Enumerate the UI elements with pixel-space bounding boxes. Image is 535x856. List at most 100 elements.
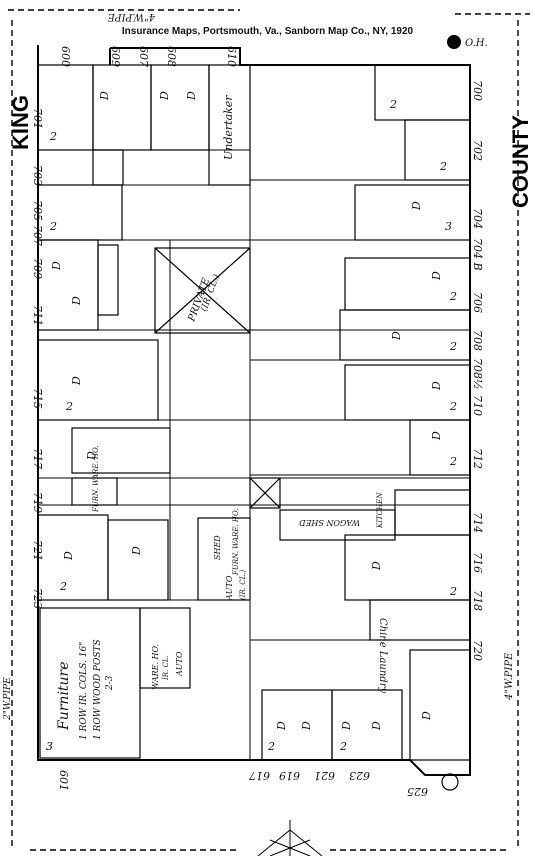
svg-text:2: 2 xyxy=(449,290,457,303)
label-auto-sub: (IR. CL.) xyxy=(239,570,247,600)
address-number: 719 xyxy=(31,492,44,513)
address-number: 619 xyxy=(279,769,300,782)
svg-text:D: D xyxy=(370,721,383,731)
svg-text:2: 2 xyxy=(449,340,457,353)
label-furniture: Furniture xyxy=(56,661,72,731)
label-shed: SHED xyxy=(213,535,222,560)
address-number: 621 xyxy=(314,769,335,782)
svg-text:D: D xyxy=(70,376,83,386)
svg-text:2: 2 xyxy=(449,585,457,598)
address-number: 608 xyxy=(165,46,178,67)
svg-text:D: D xyxy=(130,546,143,556)
svg-text:D: D xyxy=(420,711,433,721)
svg-text:D: D xyxy=(300,721,313,731)
address-number: 718 xyxy=(471,590,484,611)
address-number: 701 xyxy=(31,108,44,129)
address-number: 711 xyxy=(31,305,44,326)
label-ware-ho-auto: AUTO xyxy=(175,651,184,677)
floor-marks: D D D D D D D D D D D D D D D D D D D D … xyxy=(46,91,457,753)
svg-text:D: D xyxy=(370,561,383,571)
svg-text:2: 2 xyxy=(449,455,457,468)
map-title: Insurance Maps, Portsmouth, Va., Sanborn… xyxy=(121,26,414,37)
address-number: 702 xyxy=(471,140,484,161)
address-number: 625 xyxy=(407,785,428,798)
svg-text:2: 2 xyxy=(339,740,347,753)
svg-text:D: D xyxy=(158,91,171,101)
label-undertaker: Undertaker xyxy=(222,95,235,160)
address-number: 723 xyxy=(31,588,44,609)
north-arrow xyxy=(257,820,323,856)
address-number: 705 xyxy=(31,200,44,221)
address-number: 710 xyxy=(471,395,484,416)
svg-text:2: 2 xyxy=(267,740,275,753)
buildings-west xyxy=(37,64,251,759)
label-posts-floors: 2-3 xyxy=(105,675,115,691)
address-number: 623 xyxy=(349,769,370,782)
address-number: 704 B xyxy=(471,238,484,271)
svg-text:2: 2 xyxy=(59,580,67,593)
svg-text:D: D xyxy=(430,271,443,281)
svg-text:D: D xyxy=(70,296,83,306)
address-number: 709 xyxy=(31,258,44,279)
svg-text:D: D xyxy=(62,551,75,561)
svg-text:2: 2 xyxy=(439,160,447,173)
label-auto: AUTO xyxy=(225,575,234,601)
svg-text:D: D xyxy=(390,331,403,341)
address-number: 720 xyxy=(471,640,484,661)
svg-text:D: D xyxy=(185,91,198,101)
address-number: 700 xyxy=(471,80,484,101)
address-number: 708½ xyxy=(471,358,484,390)
svg-text:2: 2 xyxy=(49,130,57,143)
label-furn-whse-2: FURN. WARE. HO. xyxy=(232,508,240,576)
street-name-east: COUNTY xyxy=(508,115,533,208)
address-number: 707 xyxy=(31,225,44,246)
address-number: 703 xyxy=(31,165,44,186)
address-number: 600 xyxy=(59,46,72,67)
pipe-label-right: 4"W.PIPE xyxy=(504,652,515,701)
address-number: 609 xyxy=(109,46,122,67)
svg-text:2: 2 xyxy=(65,400,73,413)
x-box xyxy=(249,477,281,509)
svg-text:2: 2 xyxy=(449,400,457,413)
label-chine-laundry: Chine Laundry xyxy=(377,618,388,693)
stamp-circle xyxy=(441,773,459,791)
pipe-label-top: 4"W.PIPE xyxy=(107,11,156,22)
pipe-label-left: 2"W.PIPE xyxy=(3,677,13,721)
address-number: 704 xyxy=(471,208,484,229)
address-number: 716 xyxy=(471,552,484,573)
svg-text:D: D xyxy=(340,721,353,731)
svg-text:2: 2 xyxy=(389,98,397,111)
svg-text:3: 3 xyxy=(445,220,452,233)
label-oh: O.H. xyxy=(465,38,488,49)
svg-text:D: D xyxy=(50,261,63,271)
address-number: 721 xyxy=(31,540,44,561)
address-number: 706 xyxy=(471,292,484,313)
address-number: 712 xyxy=(471,448,484,469)
label-kitchen: KITCHEN xyxy=(376,492,384,529)
street-name-west: KING xyxy=(8,95,33,150)
address-number: 607 xyxy=(137,46,150,67)
label-ware-ho: WARE. HO. xyxy=(151,644,160,690)
svg-text:3: 3 xyxy=(46,740,53,753)
address-number: 717 xyxy=(31,448,44,469)
street-edges xyxy=(8,9,530,851)
label-cols: 1 ROW IR. COLS. 16" xyxy=(79,642,89,740)
label-posts: 1 ROW WOOD POSTS xyxy=(93,639,103,740)
svg-text:D: D xyxy=(98,91,111,101)
address-number: 715 xyxy=(31,388,44,409)
private-building xyxy=(154,247,251,334)
label-furn-whse-1: FURN. WARE. HO. xyxy=(92,445,100,513)
svg-text:D: D xyxy=(275,721,288,731)
west-address-numbers: 600 609 607 608 610 701 703 705 707 709 711 715 717 7… xyxy=(31,46,238,791)
address-number: 714 xyxy=(471,512,484,533)
svg-text:D: D xyxy=(430,431,443,441)
label-ware-ho-sub: IR. CL. xyxy=(162,655,170,681)
block-outline xyxy=(37,45,471,776)
svg-text:D: D xyxy=(430,381,443,391)
svg-text:D: D xyxy=(410,201,423,211)
address-number: 601 xyxy=(57,770,70,791)
svg-text:D: D xyxy=(85,451,98,461)
address-number: 610 xyxy=(225,46,238,67)
